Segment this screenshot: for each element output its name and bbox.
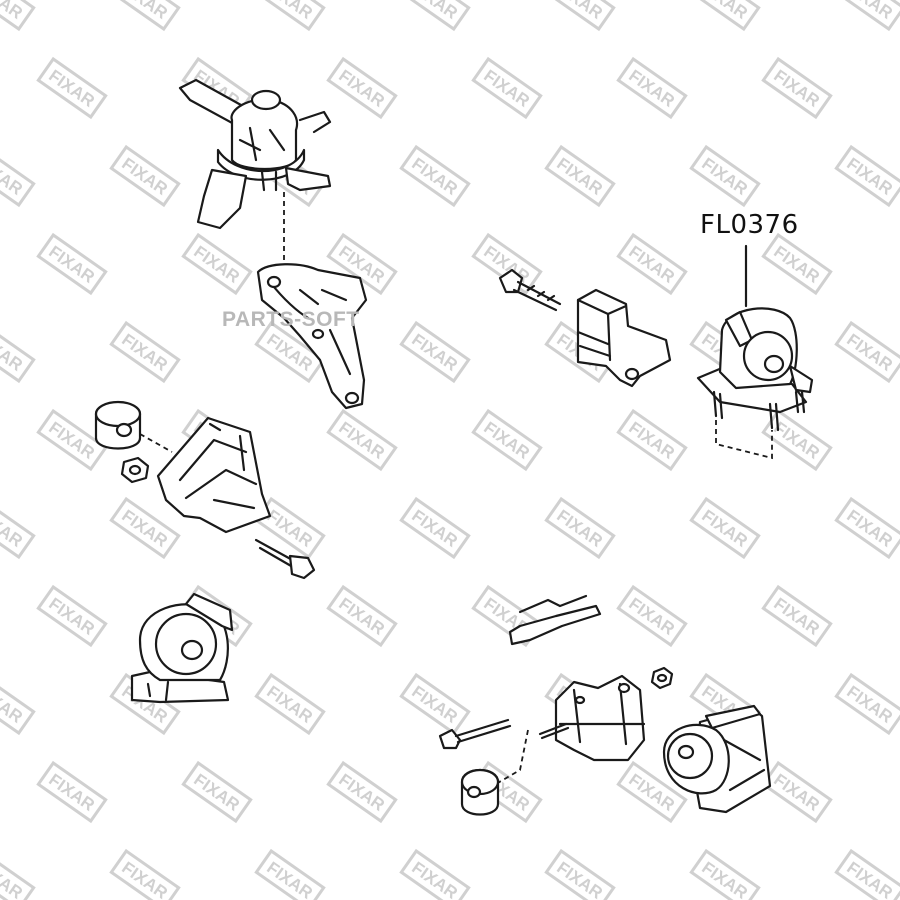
long-bolt-left [254,538,316,580]
lower-mount-bracket [554,674,646,762]
mount-fl0376 [696,244,814,432]
small-nut [120,456,150,484]
bolt-upper-right [498,268,562,312]
front-left-mount [130,592,234,704]
nut-lower-right [650,666,674,690]
stud-lower [538,722,570,740]
right-upper-bracket [576,288,672,388]
upper-engine-mount [178,78,332,230]
site-watermark-text: PARTS-SOFT [222,308,360,331]
heat-shield-strip [508,594,602,646]
left-mount-bracket [156,416,272,534]
bolt-lower [438,718,512,750]
part-number-label: FL0376 [700,210,799,240]
left-bushing [94,400,142,450]
lower-bushing [460,768,500,816]
upper-mount-bracket [256,263,368,410]
lower-right-mount [662,704,772,814]
